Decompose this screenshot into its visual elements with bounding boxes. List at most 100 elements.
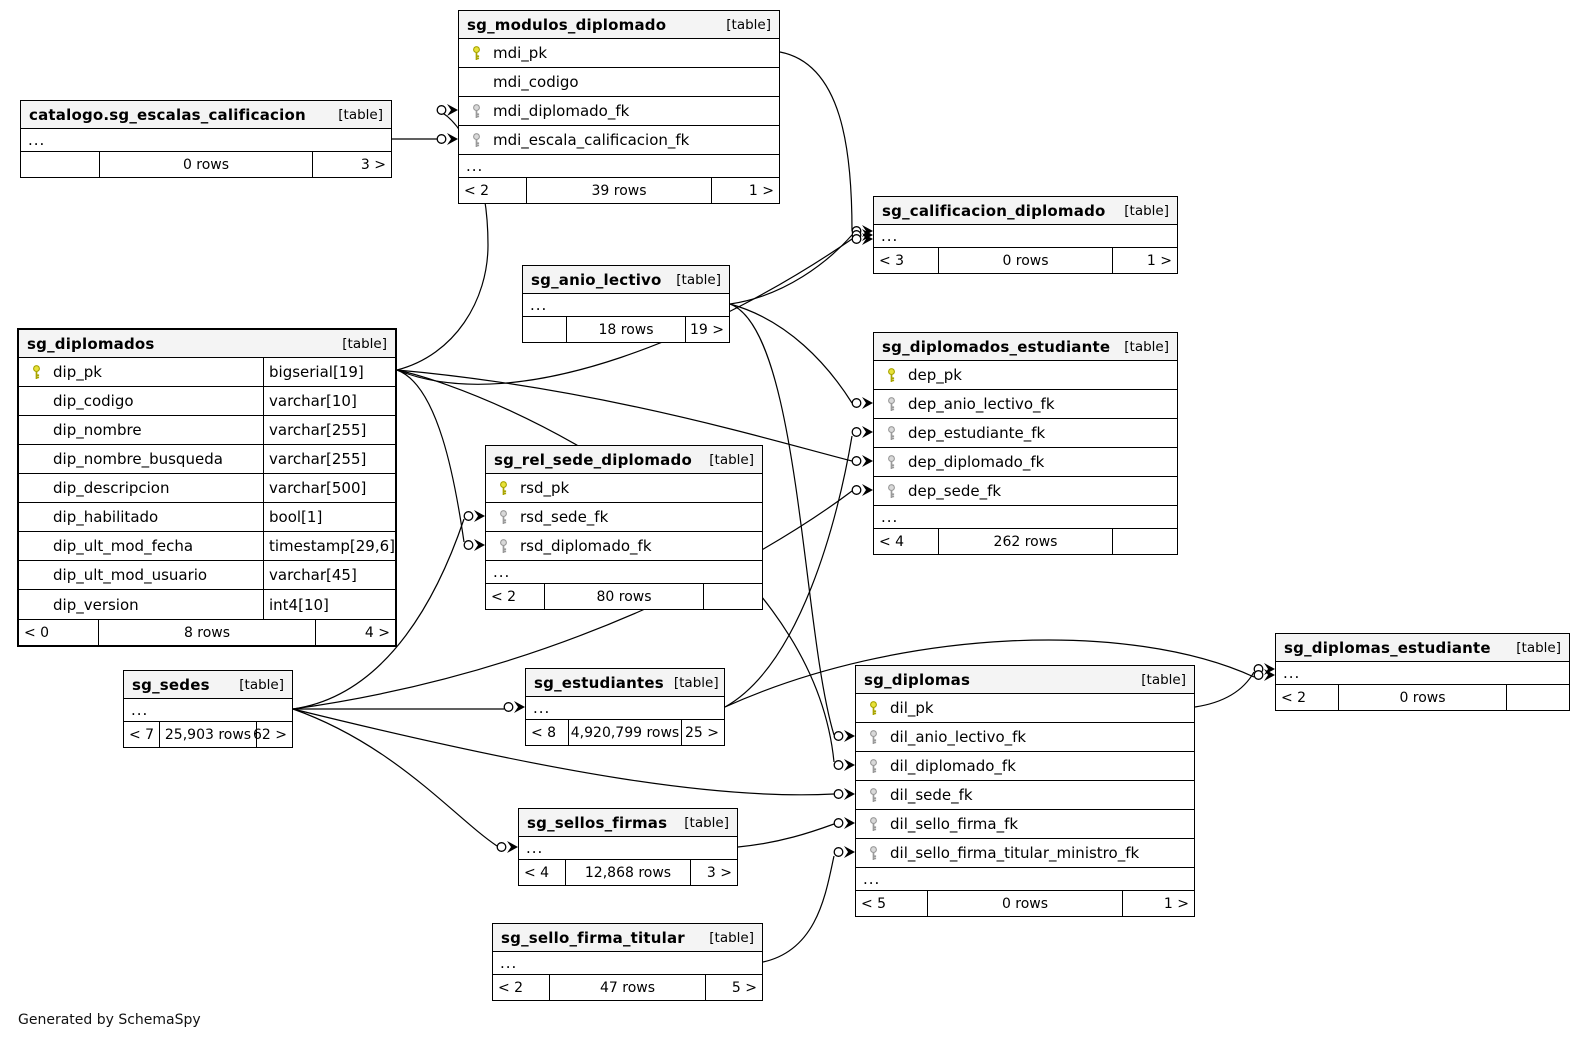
relationship-line — [396, 369, 853, 462]
table-name: sg_diplomados — [27, 334, 155, 353]
column-name: dip_ult_mod_fecha — [53, 537, 194, 555]
crowfoot-connector-icon — [1253, 669, 1275, 681]
table-footer: < 7 25,903 rows 62 > — [124, 722, 292, 747]
footer-row-count: 4,920,799 rows — [567, 720, 683, 745]
table-sg_sello_firma_titular[interactable]: sg_sello_firma_titular [table] ... < 2 4… — [492, 923, 763, 1001]
column-name: mdi_pk — [493, 44, 548, 62]
footer-parent-count: < 8 — [531, 724, 557, 741]
table-header[interactable]: sg_diplomados_estudiante [table] — [874, 333, 1177, 361]
table-header[interactable]: sg_sello_firma_titular [table] — [493, 924, 762, 952]
column-row: dep_diplomado_fk — [874, 448, 1177, 477]
relationship-line — [396, 238, 853, 385]
column-name: dip_descripcion — [53, 479, 170, 497]
table-header[interactable]: sg_calificacion_diplomado [table] — [874, 197, 1177, 225]
column-name: dil_sello_firma_titular_ministro_fk — [890, 844, 1140, 862]
footer-child-count — [1113, 529, 1177, 554]
ellipsis-row: ... — [500, 954, 518, 972]
table-sg_sellos_firmas[interactable]: sg_sellos_firmas [table] ... < 4 12,868 … — [518, 808, 738, 886]
crowfoot-connector-icon — [496, 841, 518, 853]
column-type: varchar[255] — [263, 416, 395, 444]
table-tag: [table] — [239, 676, 284, 693]
table-tag: [table] — [673, 674, 719, 691]
footer-parent-count — [21, 152, 99, 177]
table-header[interactable]: sg_modulos_diplomado [table] — [459, 11, 779, 39]
column-name: dil_diplomado_fk — [890, 757, 1016, 775]
table-header[interactable]: catalogo.sg_escalas_calificacion [table] — [21, 101, 391, 129]
column-row: mdi_codigo — [459, 68, 779, 97]
table-name: sg_diplomas_estudiante — [1284, 638, 1491, 657]
foreign-key-icon — [874, 454, 908, 470]
table-header[interactable]: sg_anio_lectivo [table] — [523, 266, 729, 294]
column-type: varchar[45] — [263, 561, 395, 589]
footer-parent-count: < 2 — [464, 182, 490, 199]
foreign-key-icon — [874, 425, 908, 441]
column-type: varchar[10] — [263, 387, 395, 415]
column-name: dep_estudiante_fk — [908, 424, 1046, 442]
table-header[interactable]: sg_sellos_firmas [table] — [519, 809, 737, 837]
column-list: ... — [21, 129, 391, 152]
table-header[interactable]: sg_sedes [table] — [124, 671, 292, 699]
crowfoot-connector-icon — [463, 539, 485, 551]
table-sg_diplomas_estudiante[interactable]: sg_diplomas_estudiante [table] ... < 2 0… — [1275, 633, 1570, 711]
table-header[interactable]: sg_diplomas_estudiante [table] — [1276, 634, 1569, 662]
crowfoot-connector-icon — [436, 104, 458, 116]
table-footer: < 2 80 rows — [486, 584, 762, 609]
column-name: dip_nombre_busqueda — [53, 450, 223, 468]
footer-row-count: 0 rows — [926, 891, 1124, 916]
column-name: dip_pk — [53, 363, 102, 381]
column-list: ... — [1276, 662, 1569, 685]
table-footer: < 2 47 rows 5 > — [493, 975, 762, 1000]
column-row: mdi_pk — [459, 39, 779, 68]
table-sg_calificacion_diplomado[interactable]: sg_calificacion_diplomado [table] ... < … — [873, 196, 1178, 274]
table-header[interactable]: sg_diplomas [table] — [856, 666, 1194, 694]
foreign-key-icon — [874, 396, 908, 412]
table-catalogo-sg_escalas_calificacion[interactable]: catalogo.sg_escalas_calificacion [table]… — [20, 100, 392, 178]
crowfoot-connector-icon — [463, 510, 485, 522]
footer-child-count: 19 > — [690, 321, 724, 338]
table-sg_sedes[interactable]: sg_sedes [table] ... < 7 25,903 rows 62 … — [123, 670, 293, 748]
table-header[interactable]: sg_diplomados [table] — [19, 330, 395, 358]
relationship-line — [724, 435, 853, 708]
column-row: dil_diplomado_fk — [856, 752, 1194, 781]
footer-child-count — [1507, 685, 1569, 710]
relationship-line — [396, 369, 465, 543]
ellipsis-row: ... — [881, 508, 899, 526]
column-row: dil_pk — [856, 694, 1194, 723]
column-name: dil_pk — [890, 699, 934, 717]
footer-parent-count: < 3 — [879, 252, 905, 269]
crowfoot-connector-icon — [851, 484, 873, 496]
footer-parent-count: < 4 — [524, 864, 550, 881]
table-tag: [table] — [709, 929, 754, 946]
table-tag: [table] — [1124, 202, 1169, 219]
column-name: rsd_pk — [520, 479, 570, 497]
table-sg_modulos_diplomado[interactable]: sg_modulos_diplomado [table] mdi_pk mdi_c… — [458, 10, 780, 204]
table-header[interactable]: sg_estudiantes [table] — [526, 669, 724, 697]
relationship-line — [779, 51, 853, 232]
column-name: dip_ult_mod_usuario — [53, 566, 208, 584]
table-sg_anio_lectivo[interactable]: sg_anio_lectivo [table] ... 18 rows 19 > — [522, 265, 730, 343]
column-type: varchar[500] — [263, 474, 395, 502]
crowfoot-connector-icon — [833, 759, 855, 771]
footer-child-count: 1 > — [748, 182, 774, 199]
column-list: ... — [493, 952, 762, 975]
ellipsis-row: ... — [881, 227, 899, 245]
column-name: mdi_codigo — [493, 73, 579, 91]
column-name: dil_sede_fk — [890, 786, 973, 804]
relationship-line — [1194, 671, 1255, 708]
table-header[interactable]: sg_rel_sede_diplomado [table] — [486, 446, 762, 474]
table-footer: < 4 12,868 rows 3 > — [519, 860, 737, 885]
table-tag: [table] — [342, 335, 387, 352]
table-sg_estudiantes[interactable]: sg_estudiantes [table] ... < 8 4,920,799… — [525, 668, 725, 746]
ellipsis-row: ... — [28, 131, 46, 149]
column-list: ... — [526, 697, 724, 720]
column-row: rsd_pk — [486, 474, 762, 503]
column-name: dep_anio_lectivo_fk — [908, 395, 1055, 413]
relationship-line — [292, 708, 498, 847]
